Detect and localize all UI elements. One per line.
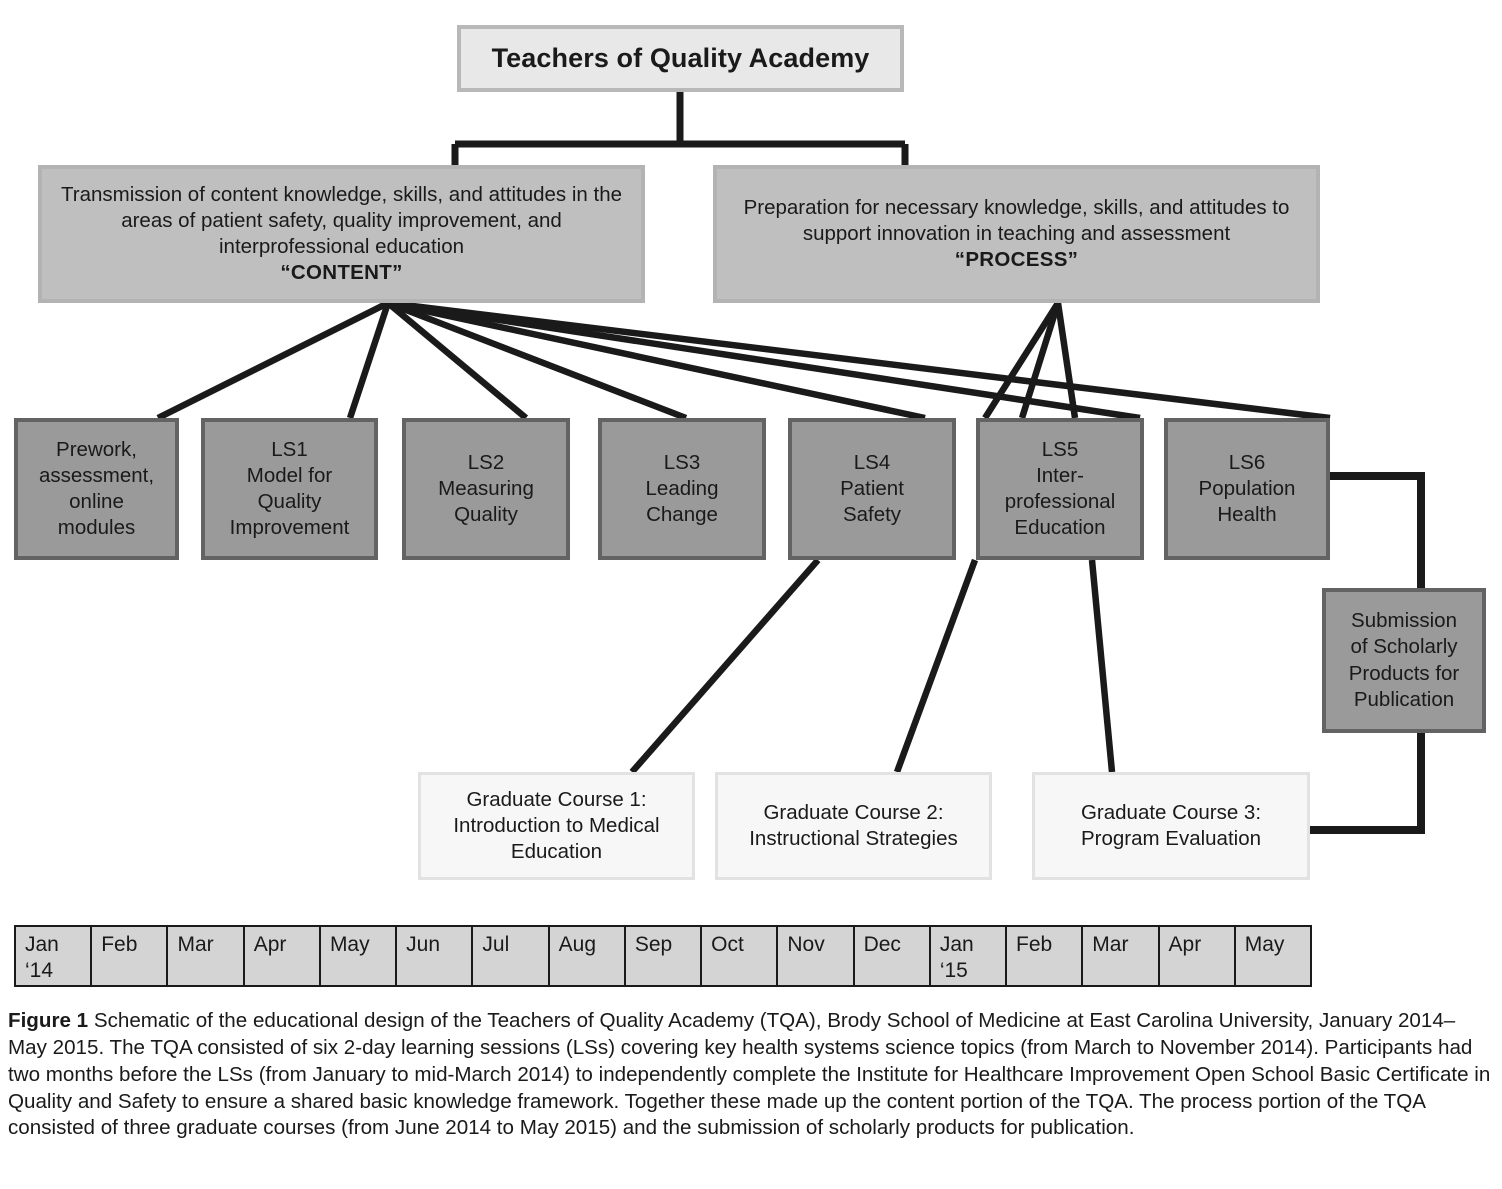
timeline-cell: Nov: [778, 927, 855, 985]
timeline-cell: Dec: [855, 927, 931, 985]
timeline-cell: Mar: [1083, 927, 1160, 985]
node-course-1-label: Graduate Course 1: Introduction to Medic…: [453, 787, 660, 864]
timeline-cell: May: [1244, 933, 1285, 956]
timeline-cell: Jan ‘15: [931, 927, 1008, 985]
node-pillar-content-text: Transmission of content knowledge, skill…: [60, 182, 622, 258]
edge-process-ls4: [982, 301, 1061, 420]
node-pillar-process-tag: “PROCESS”: [954, 248, 1079, 272]
node-root[interactable]: Teachers of Quality Academy: [457, 25, 904, 92]
node-course-3[interactable]: Graduate Course 3: Program Evaluation: [1032, 772, 1310, 880]
timeline-cell: Mar: [168, 927, 245, 985]
node-pillar-process-text: Preparation for necessary knowledge, ski…: [743, 195, 1290, 245]
edge-ls4-course1: [629, 557, 821, 775]
edge-ls6-submission: [1330, 472, 1425, 588]
node-submission[interactable]: Submission of Scholarly Products for Pub…: [1322, 588, 1486, 733]
timeline-cell: Aug: [550, 927, 626, 985]
timeline-cell: May: [321, 927, 398, 985]
node-session-ls4[interactable]: LS4 Patient Safety: [788, 418, 956, 560]
edge-content-ls3: [386, 299, 688, 422]
edge-content-ls2: [385, 300, 529, 421]
node-session-ls1[interactable]: LS1 Model for Quality Improvement: [201, 418, 378, 560]
timeline-cell: Sep: [626, 927, 703, 985]
node-session-ls6[interactable]: LS6 Population Health: [1164, 418, 1330, 560]
node-session-prework-label: Prework, assessment, online modules: [38, 437, 155, 540]
timeline-cell: Jan ‘14: [16, 927, 93, 985]
node-session-ls2[interactable]: LS2 Measuring Quality: [402, 418, 570, 560]
node-session-ls5[interactable]: LS5 Inter- professional Education: [976, 418, 1144, 560]
edge-submission-course3: [1310, 733, 1425, 834]
timeline-cell: Feb: [92, 927, 169, 985]
timeline-cell: Jun: [397, 927, 474, 985]
edge-content-ls6: [387, 299, 1331, 422]
edge-content-ls5: [387, 299, 1141, 422]
node-pillar-content-tag: “CONTENT”: [280, 261, 403, 285]
node-session-ls6-label: LS6 Population Health: [1198, 450, 1296, 527]
timeline-cell: Feb: [1007, 927, 1084, 985]
node-pillar-content[interactable]: Transmission of content knowledge, skill…: [38, 165, 645, 303]
node-root-label: Teachers of Quality Academy: [491, 43, 870, 74]
edge-content-ls4: [387, 299, 926, 422]
edge-process-ls5b: [1054, 302, 1079, 419]
node-session-ls4-label: LS4 Patient Safety: [840, 450, 904, 527]
node-submission-label: Submission of Scholarly Products for Pub…: [1348, 609, 1460, 711]
edge-content-prework: [156, 300, 390, 421]
node-session-ls5-label: LS5 Inter- professional Education: [1004, 437, 1116, 540]
node-course-1[interactable]: Graduate Course 1: Introduction to Medic…: [418, 772, 695, 880]
edge-ls5-course2: [893, 558, 979, 774]
node-course-2[interactable]: Graduate Course 2: Instructional Strateg…: [715, 772, 992, 880]
edge-ls5-course3: [1088, 559, 1116, 773]
timeline-cell: Apr: [245, 927, 321, 985]
figure-caption-label: Figure 1: [8, 1009, 89, 1032]
node-session-ls1-label: LS1 Model for Quality Improvement: [229, 437, 350, 540]
node-course-2-label: Graduate Course 2: Instructional Strateg…: [749, 800, 958, 850]
node-session-ls2-label: LS2 Measuring Quality: [438, 450, 534, 527]
node-course-3-label: Graduate Course 3: Program Evaluation: [1080, 800, 1262, 850]
figure-caption: Figure 1 Schematic of the educational de…: [8, 1008, 1494, 1142]
node-session-ls3-label: LS3 Leading Change: [645, 450, 719, 527]
node-pillar-process[interactable]: Preparation for necessary knowledge, ski…: [713, 165, 1320, 303]
timeline-axis: Jan ‘14 Feb Mar Apr May Jun Jul Aug Sep …: [14, 925, 1312, 987]
edge-content-ls1: [346, 301, 392, 420]
figure-caption-text: Schematic of the educational design of t…: [8, 1009, 1491, 1140]
timeline-cell: Apr: [1160, 927, 1236, 985]
edge-process-ls5: [1018, 302, 1062, 419]
timeline-cell: Jul: [473, 927, 550, 985]
timeline-cell: Oct: [702, 927, 779, 985]
node-session-ls3[interactable]: LS3 Leading Change: [598, 418, 766, 560]
node-session-prework[interactable]: Prework, assessment, online modules: [14, 418, 179, 560]
